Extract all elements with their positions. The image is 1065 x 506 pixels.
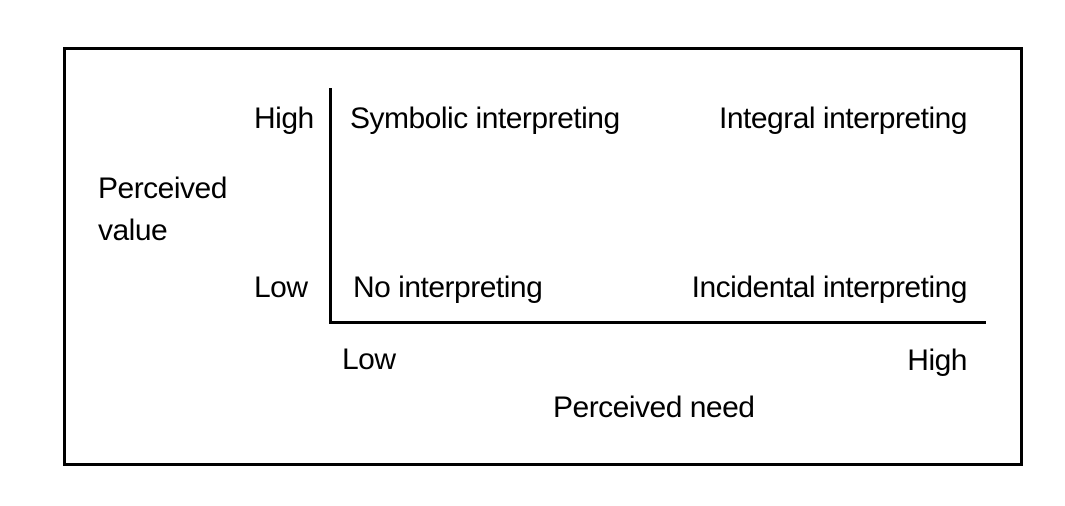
x-axis-line — [329, 321, 986, 324]
quadrant-top-right-label: Integral interpreting — [719, 102, 968, 135]
y-axis-high-label: High — [254, 102, 314, 135]
quadrant-bottom-left-label: No interpreting — [353, 271, 543, 304]
quadrant-bottom-right-label: Incidental interpreting — [691, 271, 968, 304]
y-axis-title-line1: Perceived — [98, 172, 227, 205]
x-axis-low-label: Low — [342, 343, 396, 376]
y-axis-low-label: Low — [254, 271, 308, 304]
y-axis-line — [329, 88, 332, 324]
y-axis-title: Perceived value — [98, 168, 227, 252]
quadrant-top-left-label: Symbolic interpreting — [350, 102, 620, 135]
diagram-frame — [63, 47, 1023, 466]
x-axis-high-label: High — [907, 344, 967, 377]
y-axis-title-line2: value — [98, 214, 168, 247]
x-axis-title: Perceived need — [553, 391, 755, 424]
